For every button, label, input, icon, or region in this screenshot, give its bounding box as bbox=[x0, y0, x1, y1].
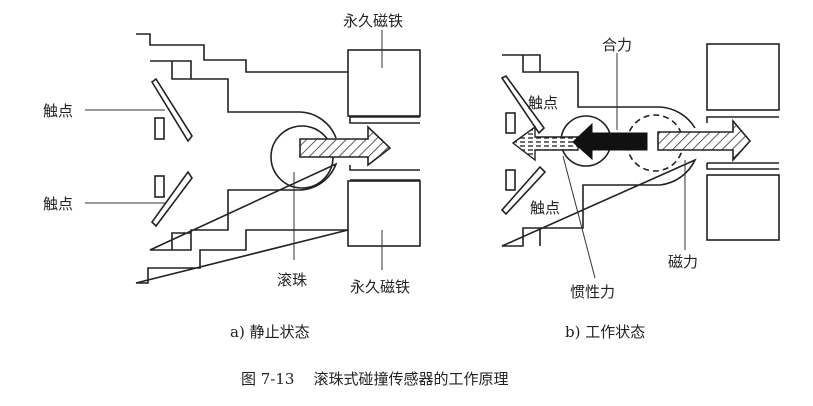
figure-caption: 图 7-13 滚珠式碰撞传感器的工作原理 bbox=[241, 370, 509, 388]
contact-base-top bbox=[154, 117, 165, 140]
channel-slot bbox=[349, 116, 420, 181]
magnet-top bbox=[706, 43, 780, 111]
housing-outline bbox=[135, 33, 349, 284]
magnetic-force-arrow bbox=[657, 118, 752, 163]
label-inertial-force: 惯性力 bbox=[570, 283, 615, 301]
contact-spring-bottom bbox=[500, 165, 547, 216]
contact-spring-top bbox=[150, 77, 193, 143]
permanent-magnet-top bbox=[347, 49, 421, 117]
contact-base-bottom bbox=[154, 175, 165, 198]
housing-outline bbox=[501, 54, 697, 247]
label-magnet-top: 永久磁铁 bbox=[343, 12, 403, 30]
caption-b: b) 工作状态 bbox=[565, 323, 645, 341]
contact-spring-top bbox=[500, 74, 546, 135]
magnet-bottom bbox=[706, 174, 780, 241]
permanent-magnet-bottom bbox=[347, 180, 421, 247]
cavity-outline bbox=[149, 60, 338, 251]
label-magnetic-force: 磁力 bbox=[668, 253, 698, 271]
label-contact-top: 触点 bbox=[528, 94, 558, 112]
resultant-force-arrow bbox=[572, 122, 648, 161]
label-magnet-bottom: 永久磁铁 bbox=[350, 278, 410, 296]
channel-slot bbox=[706, 116, 779, 170]
label-contact-bottom: 触点 bbox=[43, 195, 73, 213]
contact-base-top bbox=[505, 112, 516, 134]
label-ball: 滚珠 bbox=[277, 271, 307, 289]
inertial-force-arrow bbox=[511, 125, 579, 162]
figure-a-static-state: 触点 触点 滚珠 永久磁铁 永久磁铁 a) 静止状态 bbox=[43, 12, 421, 341]
magnetic-force-arrow bbox=[299, 125, 392, 167]
contact-spring-bottom bbox=[150, 170, 193, 228]
figure-b-working-state: 合力 触点 触点 惯性力 磁力 b) 工作状态 bbox=[500, 36, 780, 341]
caption-a: a) 静止状态 bbox=[230, 323, 310, 341]
label-contact-bottom: 触点 bbox=[530, 199, 560, 217]
contact-base-bottom bbox=[505, 169, 516, 191]
label-resultant-force: 合力 bbox=[602, 36, 632, 54]
label-contact-top: 触点 bbox=[43, 102, 73, 120]
